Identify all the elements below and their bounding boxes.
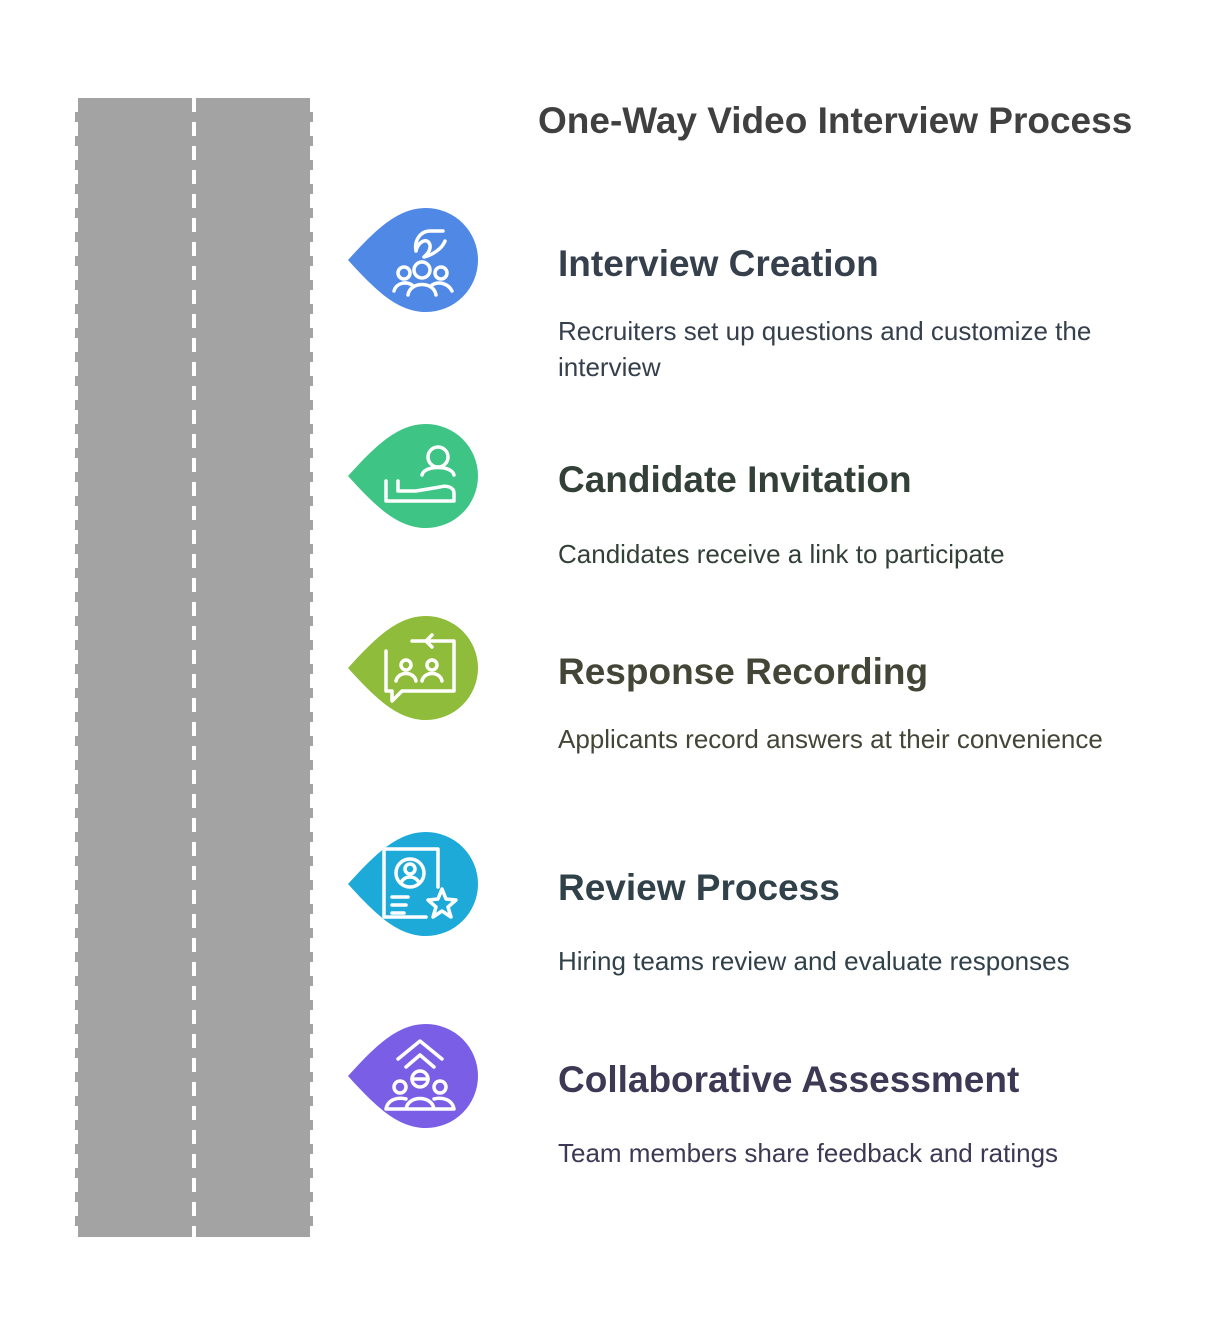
video-chat-exchange-icon	[348, 616, 478, 720]
step-description: Team members share feedback and ratings	[558, 1138, 1059, 1168]
profile-document-star-icon	[348, 832, 478, 936]
team-growth-arrow-icon	[348, 1024, 478, 1128]
step-description: Applicants record answers at their conve…	[558, 724, 1103, 754]
road-left-edge	[75, 98, 78, 1237]
hand-offering-person-icon	[348, 424, 478, 528]
step-heading: Candidate Invitation	[558, 459, 912, 500]
road-right-edge	[310, 98, 313, 1237]
step-description: Candidates receive a link to participate	[558, 539, 1005, 569]
step-heading: Review Process	[558, 867, 840, 908]
step-description: Recruiters set up questions and customiz…	[558, 316, 1092, 382]
step-heading: Interview Creation	[558, 243, 879, 284]
step-description: Hiring teams review and evaluate respons…	[558, 946, 1070, 976]
step-heading: Response Recording	[558, 651, 929, 692]
road-center-line	[192, 98, 196, 1237]
step-heading: Collaborative Assessment	[558, 1059, 1020, 1100]
diagram-title: One-Way Video Interview Process	[538, 100, 1133, 141]
road-graphic	[75, 98, 313, 1237]
hand-over-group-icon	[348, 208, 478, 312]
